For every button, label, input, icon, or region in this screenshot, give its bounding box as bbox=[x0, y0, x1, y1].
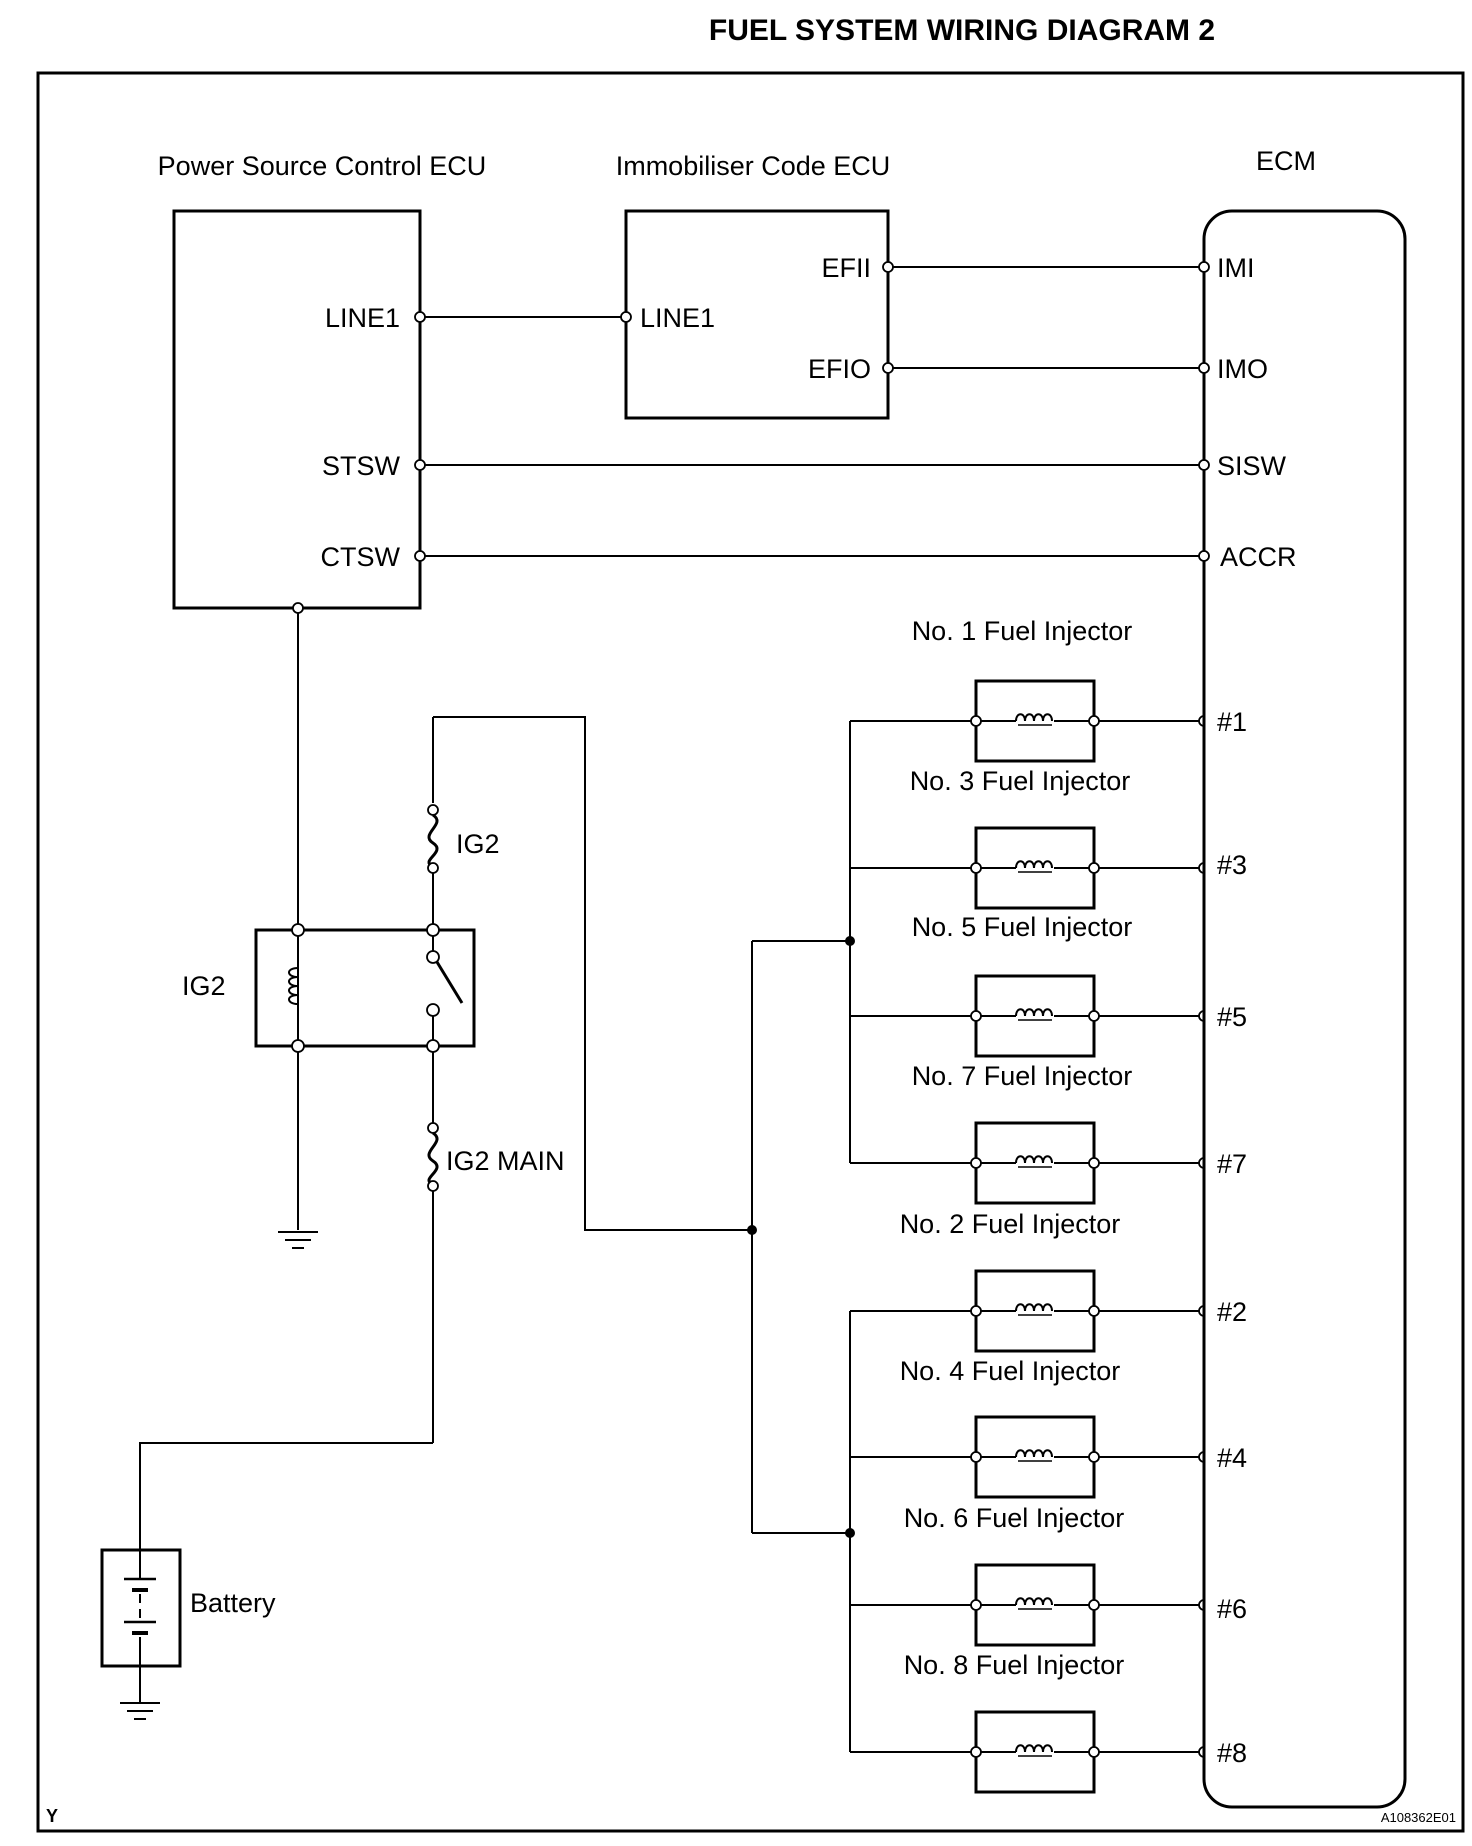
injector-5-symbol bbox=[850, 974, 1210, 1058]
connector-pins bbox=[292, 261, 1210, 614]
junction-dot bbox=[747, 1225, 757, 1235]
battery-label: Battery bbox=[190, 1588, 276, 1618]
ig2-main-fuse-label: IG2 MAIN bbox=[446, 1146, 565, 1176]
immobiliser-ecu-box bbox=[624, 209, 890, 420]
pin-sisw-label: SISW bbox=[1217, 451, 1287, 481]
pin-8-label: #8 bbox=[1217, 1738, 1247, 1768]
ground-relay bbox=[278, 1231, 318, 1249]
immobiliser-ecu-label: Immobiliser Code ECU bbox=[616, 151, 891, 181]
pin-2-label: #2 bbox=[1217, 1297, 1247, 1327]
pin-4-label: #4 bbox=[1217, 1443, 1247, 1473]
pin-imo-label: IMO bbox=[1217, 354, 1268, 384]
injector-1-symbol bbox=[850, 679, 1210, 763]
ig2-fuse bbox=[427, 804, 439, 874]
injector-8-label: No. 8 Fuel Injector bbox=[904, 1650, 1125, 1680]
ground-battery bbox=[120, 1702, 160, 1720]
diagram-frame bbox=[36, 71, 1465, 1833]
ig2-main-fuse bbox=[427, 1122, 439, 1192]
diagram-title: FUEL SYSTEM WIRING DIAGRAM 2 bbox=[709, 14, 1215, 47]
injector-rows bbox=[850, 679, 1210, 1794]
injector-8-symbol bbox=[850, 1710, 1210, 1794]
ecm-label: ECM bbox=[1256, 146, 1316, 176]
pin-3-label: #3 bbox=[1217, 850, 1247, 880]
ig2-relay-label: IG2 bbox=[182, 971, 226, 1001]
pin-ctsw-label: CTSW bbox=[321, 542, 401, 572]
pin-imi-label: IMI bbox=[1217, 253, 1255, 283]
power-source-ecu-label: Power Source Control ECU bbox=[158, 151, 487, 181]
wires bbox=[139, 266, 1204, 1752]
pin-7-label: #7 bbox=[1217, 1149, 1247, 1179]
injector-5-label: No. 5 Fuel Injector bbox=[912, 912, 1133, 942]
injector-3-symbol bbox=[850, 826, 1210, 910]
ig2-relay bbox=[254, 923, 476, 1053]
pin-accr-label: ACCR bbox=[1220, 542, 1297, 572]
pin-stsw-label: STSW bbox=[322, 451, 401, 481]
injector-7-symbol bbox=[850, 1121, 1210, 1205]
pin-efii-label: EFII bbox=[821, 253, 871, 283]
pin-line1-imm-label: LINE1 bbox=[640, 303, 715, 333]
wire-ig2-feed bbox=[433, 716, 752, 1231]
injector-2-label: No. 2 Fuel Injector bbox=[900, 1209, 1121, 1239]
ig2-fuse-label: IG2 bbox=[456, 829, 500, 859]
pin-5-label: #5 bbox=[1217, 1002, 1247, 1032]
injector-6-label: No. 6 Fuel Injector bbox=[904, 1503, 1125, 1533]
junction-dot bbox=[845, 936, 855, 946]
junction-dot bbox=[845, 1528, 855, 1538]
wire-battery-positive bbox=[139, 1442, 433, 1550]
pin-efio-label: EFIO bbox=[808, 354, 871, 384]
injector-6-symbol bbox=[850, 1563, 1210, 1647]
battery bbox=[100, 1548, 182, 1668]
ecm-box bbox=[1202, 209, 1407, 1809]
figure-code: A108362E01 bbox=[1381, 1810, 1456, 1825]
injector-1-label: No. 1 Fuel Injector bbox=[912, 616, 1133, 646]
injector-3-label: No. 3 Fuel Injector bbox=[910, 766, 1131, 796]
pin-line1-label: LINE1 bbox=[325, 303, 400, 333]
pin-6-label: #6 bbox=[1217, 1594, 1247, 1624]
corner-mark: Y bbox=[46, 1806, 58, 1826]
injector-4-symbol bbox=[850, 1415, 1210, 1499]
pin-1-label: #1 bbox=[1217, 707, 1247, 737]
power-source-ecu-box bbox=[172, 209, 422, 610]
injector-2-symbol bbox=[850, 1269, 1210, 1353]
injector-7-label: No. 7 Fuel Injector bbox=[912, 1061, 1133, 1091]
injector-4-label: No. 4 Fuel Injector bbox=[900, 1356, 1121, 1386]
